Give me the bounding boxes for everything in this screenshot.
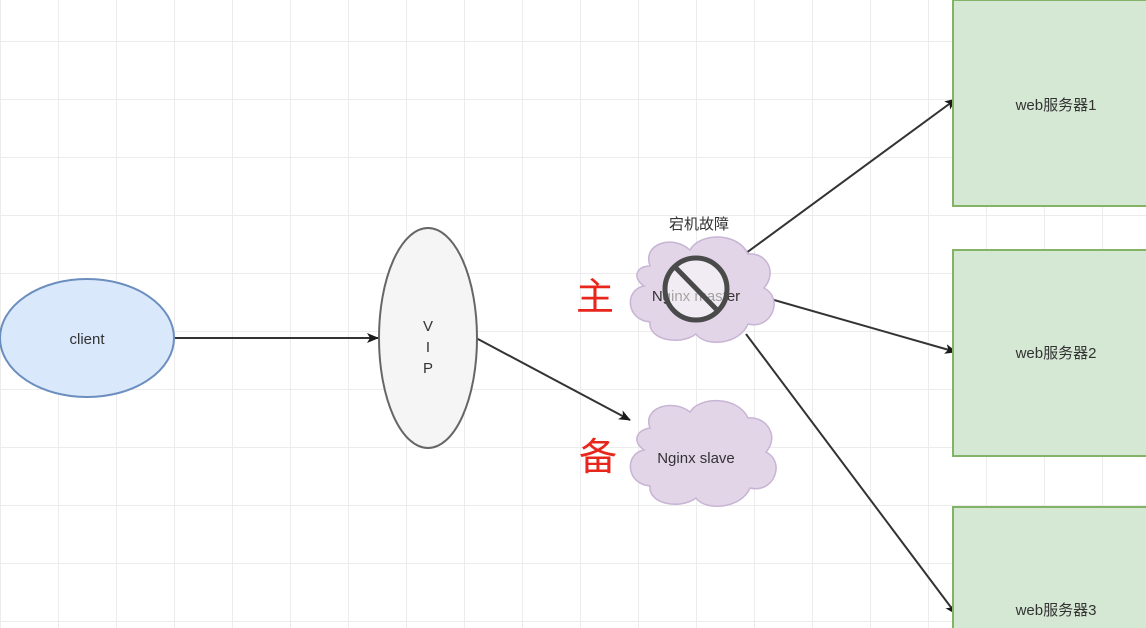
- web-server-1-label: web服务器1: [1015, 97, 1097, 114]
- web-server-1-node[interactable]: web服务器1: [952, 0, 1146, 207]
- failure-label: 宕机故障: [669, 215, 729, 233]
- web-server-2-label: web服务器2: [1015, 345, 1097, 362]
- web-server-3-shape: [952, 506, 1146, 628]
- web-server-2-node[interactable]: web服务器2: [952, 249, 1146, 457]
- client-shape: [0, 278, 175, 398]
- web-server-3-node[interactable]: web服务器3: [952, 506, 1146, 628]
- vip-label-p: P: [423, 360, 433, 377]
- edge-master-to-web2: [759, 295, 957, 354]
- vip-label-v: V: [423, 318, 433, 335]
- backup-label: 备: [579, 435, 617, 479]
- primary-label: 主: [576, 275, 614, 319]
- nginx-slave-node[interactable]: Nginx slave: [629, 400, 777, 507]
- nginx-slave-cloud-shape: [629, 400, 777, 507]
- web-server-2-shape: [952, 249, 1146, 457]
- web-server-3-label: web服务器3: [1015, 602, 1097, 619]
- client-label: client: [69, 331, 105, 348]
- web-server-1-shape: [952, 0, 1146, 207]
- vip-node[interactable]: V I P: [378, 227, 478, 449]
- nginx-slave-label: Nginx slave: [657, 450, 735, 467]
- edge-master-to-web1: [741, 98, 957, 257]
- edge-vip-to-nginx-slave: [475, 337, 631, 421]
- vip-shape: [378, 227, 478, 449]
- edge-master-to-web3: [745, 333, 957, 615]
- prohibited-icon: [662, 255, 730, 323]
- client-node[interactable]: client: [0, 278, 175, 398]
- vip-label-i: I: [426, 339, 430, 356]
